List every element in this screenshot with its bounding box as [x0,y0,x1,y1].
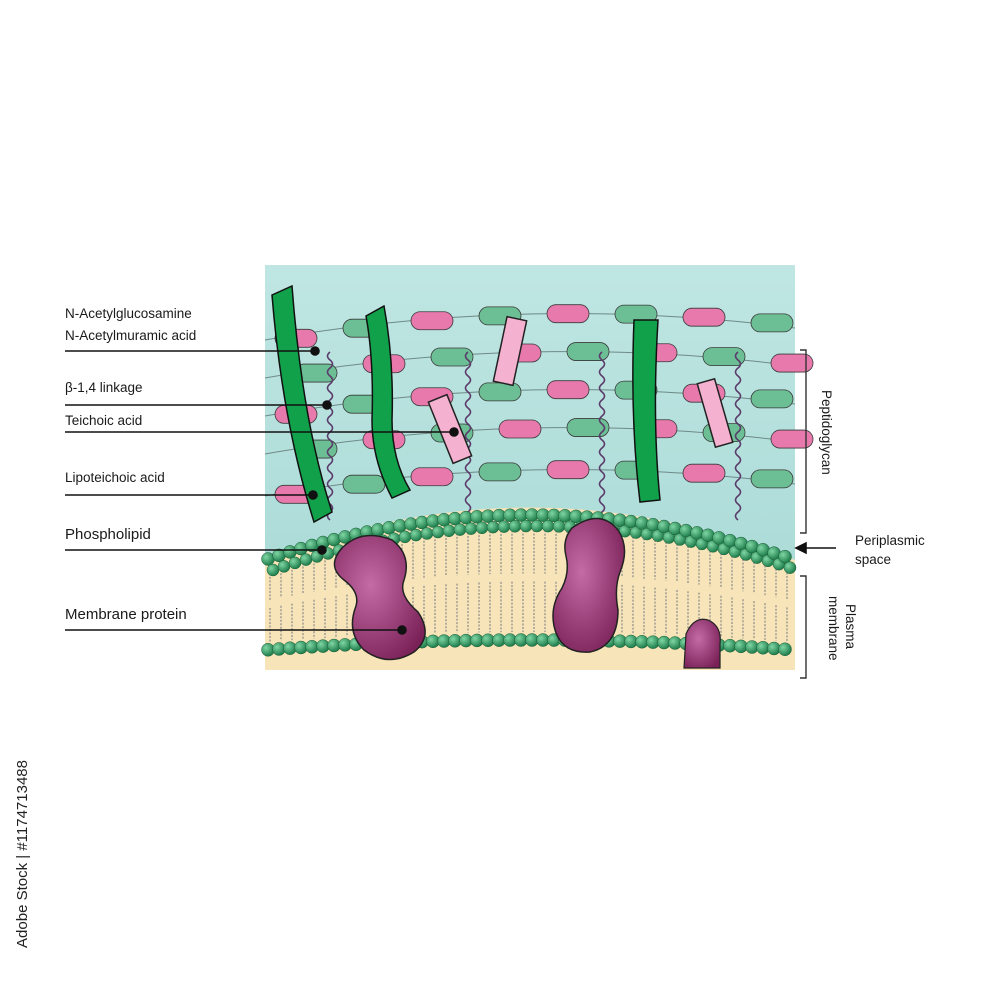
peptide-crosslinks [326,351,742,521]
phospholipid-head [668,521,682,536]
nag-sugar [410,467,454,487]
nam-sugar [750,389,794,409]
nam-sugar [566,342,610,361]
label-nag: N-Acetylglucosamine [65,306,192,321]
phospholipid-head [371,523,385,537]
membrane-protein-3 [683,618,721,669]
lipoteichoic-acid-2 [365,304,412,499]
label-membrane-protein: Membrane protein [65,606,187,623]
label-peptidoglycan: Peptidoglycan [819,390,834,475]
leader-lines [65,346,459,635]
peptide-crosslink [734,351,742,521]
phospholipid-head [420,527,434,540]
nam-sugar [478,462,522,482]
nam-sugar [750,313,794,333]
phospholipid-head [497,520,511,533]
lipoteichoic-acid-3 [632,319,661,503]
leader-dot-lipoteichoic [308,490,318,500]
nag-sugar [546,304,590,324]
nag-sugar [498,419,542,439]
label-teichoic: Teichoic acid [65,413,142,428]
phospholipid-head [486,520,500,534]
peptide-crosslink [464,351,472,521]
leader-dot-teichoic [449,427,459,437]
phospholipid-head [266,563,280,577]
label-linkage: β-1,4 linkage [65,380,143,395]
phospholipid-head [409,528,423,542]
nag-sugar [546,380,590,400]
nag-sugar [770,353,814,373]
teichoic-acid-3 [696,377,734,449]
phospholipid-head [464,522,478,535]
periplasmic-arrow [794,541,836,555]
phospholipid-head [475,521,489,535]
label-nam: N-Acetylmuramic acid [65,328,196,343]
nam-sugar [702,347,746,367]
label-periplasmic-1: Periplasmic [855,533,925,548]
phospholipid-head [679,523,693,538]
bracket-peptidoglycan [800,349,807,534]
nag-sugar [546,460,590,480]
lipoteichoic-acid-1 [271,284,333,524]
phospholipid-head [783,561,797,574]
leader-dot-phospholipid [317,545,327,555]
phospholipid-head [519,519,533,533]
nam-sugar [478,382,522,402]
phospholipid-head [690,526,704,540]
phospholipid-head [508,520,522,533]
bracket-plasma-membrane [800,575,807,679]
peptide-crosslink [326,351,334,521]
phospholipid-head [431,525,445,539]
nam-sugar [342,474,386,494]
label-phospholipid: Phospholipid [65,526,151,543]
stock-id-text: Adobe Stock | #1174713488 [14,760,31,948]
leader-dot-membrane-protein [397,625,407,635]
peptide-crosslink [598,351,606,521]
phospholipid-head [288,556,302,570]
leader-dot-linkage [322,400,332,410]
phospholipid-head [778,642,792,657]
leader-dot-nag-nam [310,346,320,356]
phospholipid-head [778,549,792,564]
teichoic-acid-1 [492,315,528,387]
label-plasma-1: Plasma [843,604,858,650]
nag-sugar [682,463,726,483]
nam-sugar [566,418,610,437]
phospholipid-head [299,553,313,566]
phospholipid-head [541,519,555,533]
label-plasma-2: membrane [826,596,841,661]
phospholipid-head [530,519,544,533]
nam-sugar [430,347,474,367]
label-lipoteichoic: Lipoteichoic acid [65,470,165,485]
nag-sugar [682,307,726,327]
membrane-protein-2 [552,517,626,653]
phospholipid-head [398,530,412,544]
label-periplasmic-2: space [855,552,891,567]
phospholipid-head [277,560,291,573]
lipoteichoic-acid-group [271,284,661,524]
phospholipid-head [453,523,467,536]
nag-sugar [410,311,454,331]
phospholipid-head [442,524,456,537]
teichoic-acid-group [427,315,734,465]
nag-sugar [770,429,814,449]
nam-sugar [750,469,794,489]
